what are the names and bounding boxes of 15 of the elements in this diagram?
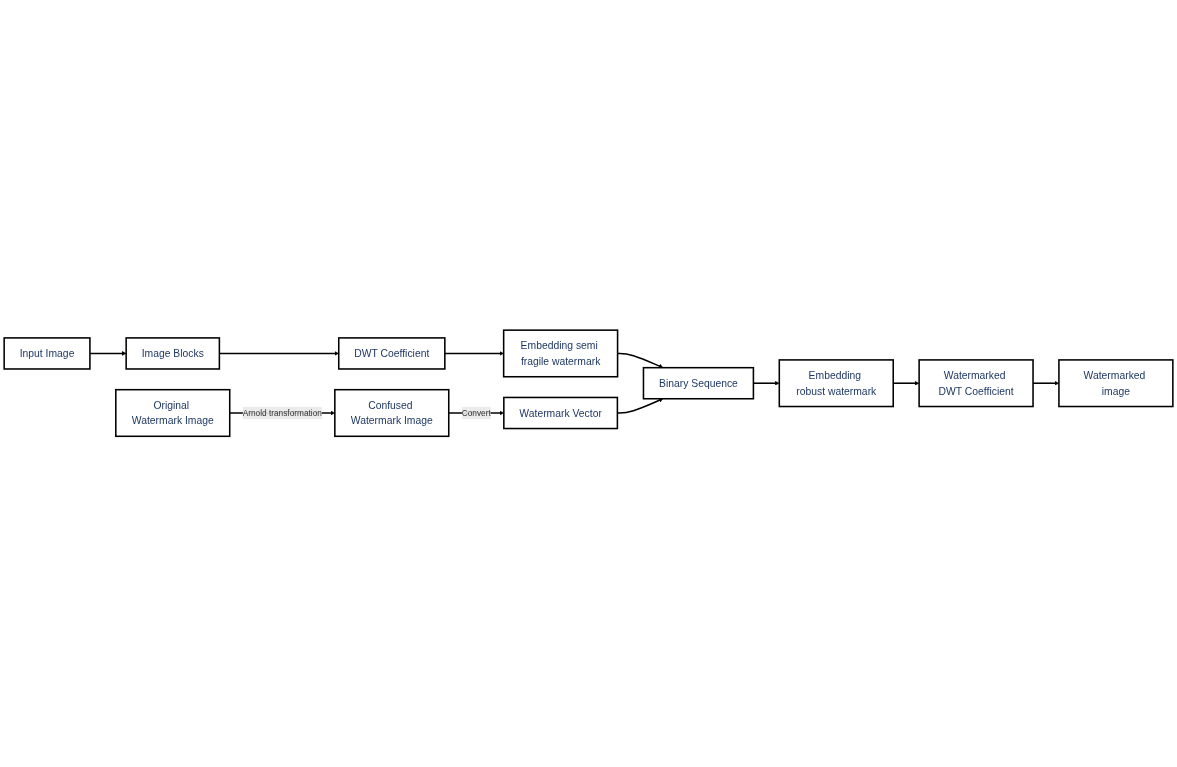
arrow: [444, 351, 504, 356]
node-box: Original Watermark Image: [115, 389, 231, 438]
node-box: Confused Watermark Image: [334, 389, 450, 438]
node-box: Embedding semi fragile watermark: [502, 329, 619, 378]
node-box: Embedding robust watermark: [778, 359, 894, 408]
edge-label: Convert: [461, 408, 491, 418]
node-box: DWT Coefficient: [337, 337, 446, 371]
node-box: Watermarked image: [1058, 359, 1174, 408]
arrow: [89, 351, 127, 356]
node-box: Binary Sequence: [642, 367, 755, 400]
node-box: Watermark Vector: [503, 396, 619, 430]
node-box: Input Image: [3, 337, 91, 371]
node-box: Image Blocks: [125, 337, 221, 371]
node-box: Watermarked DWT Coefficient: [918, 359, 1034, 408]
edge-label: Arnold transformation: [242, 408, 322, 418]
